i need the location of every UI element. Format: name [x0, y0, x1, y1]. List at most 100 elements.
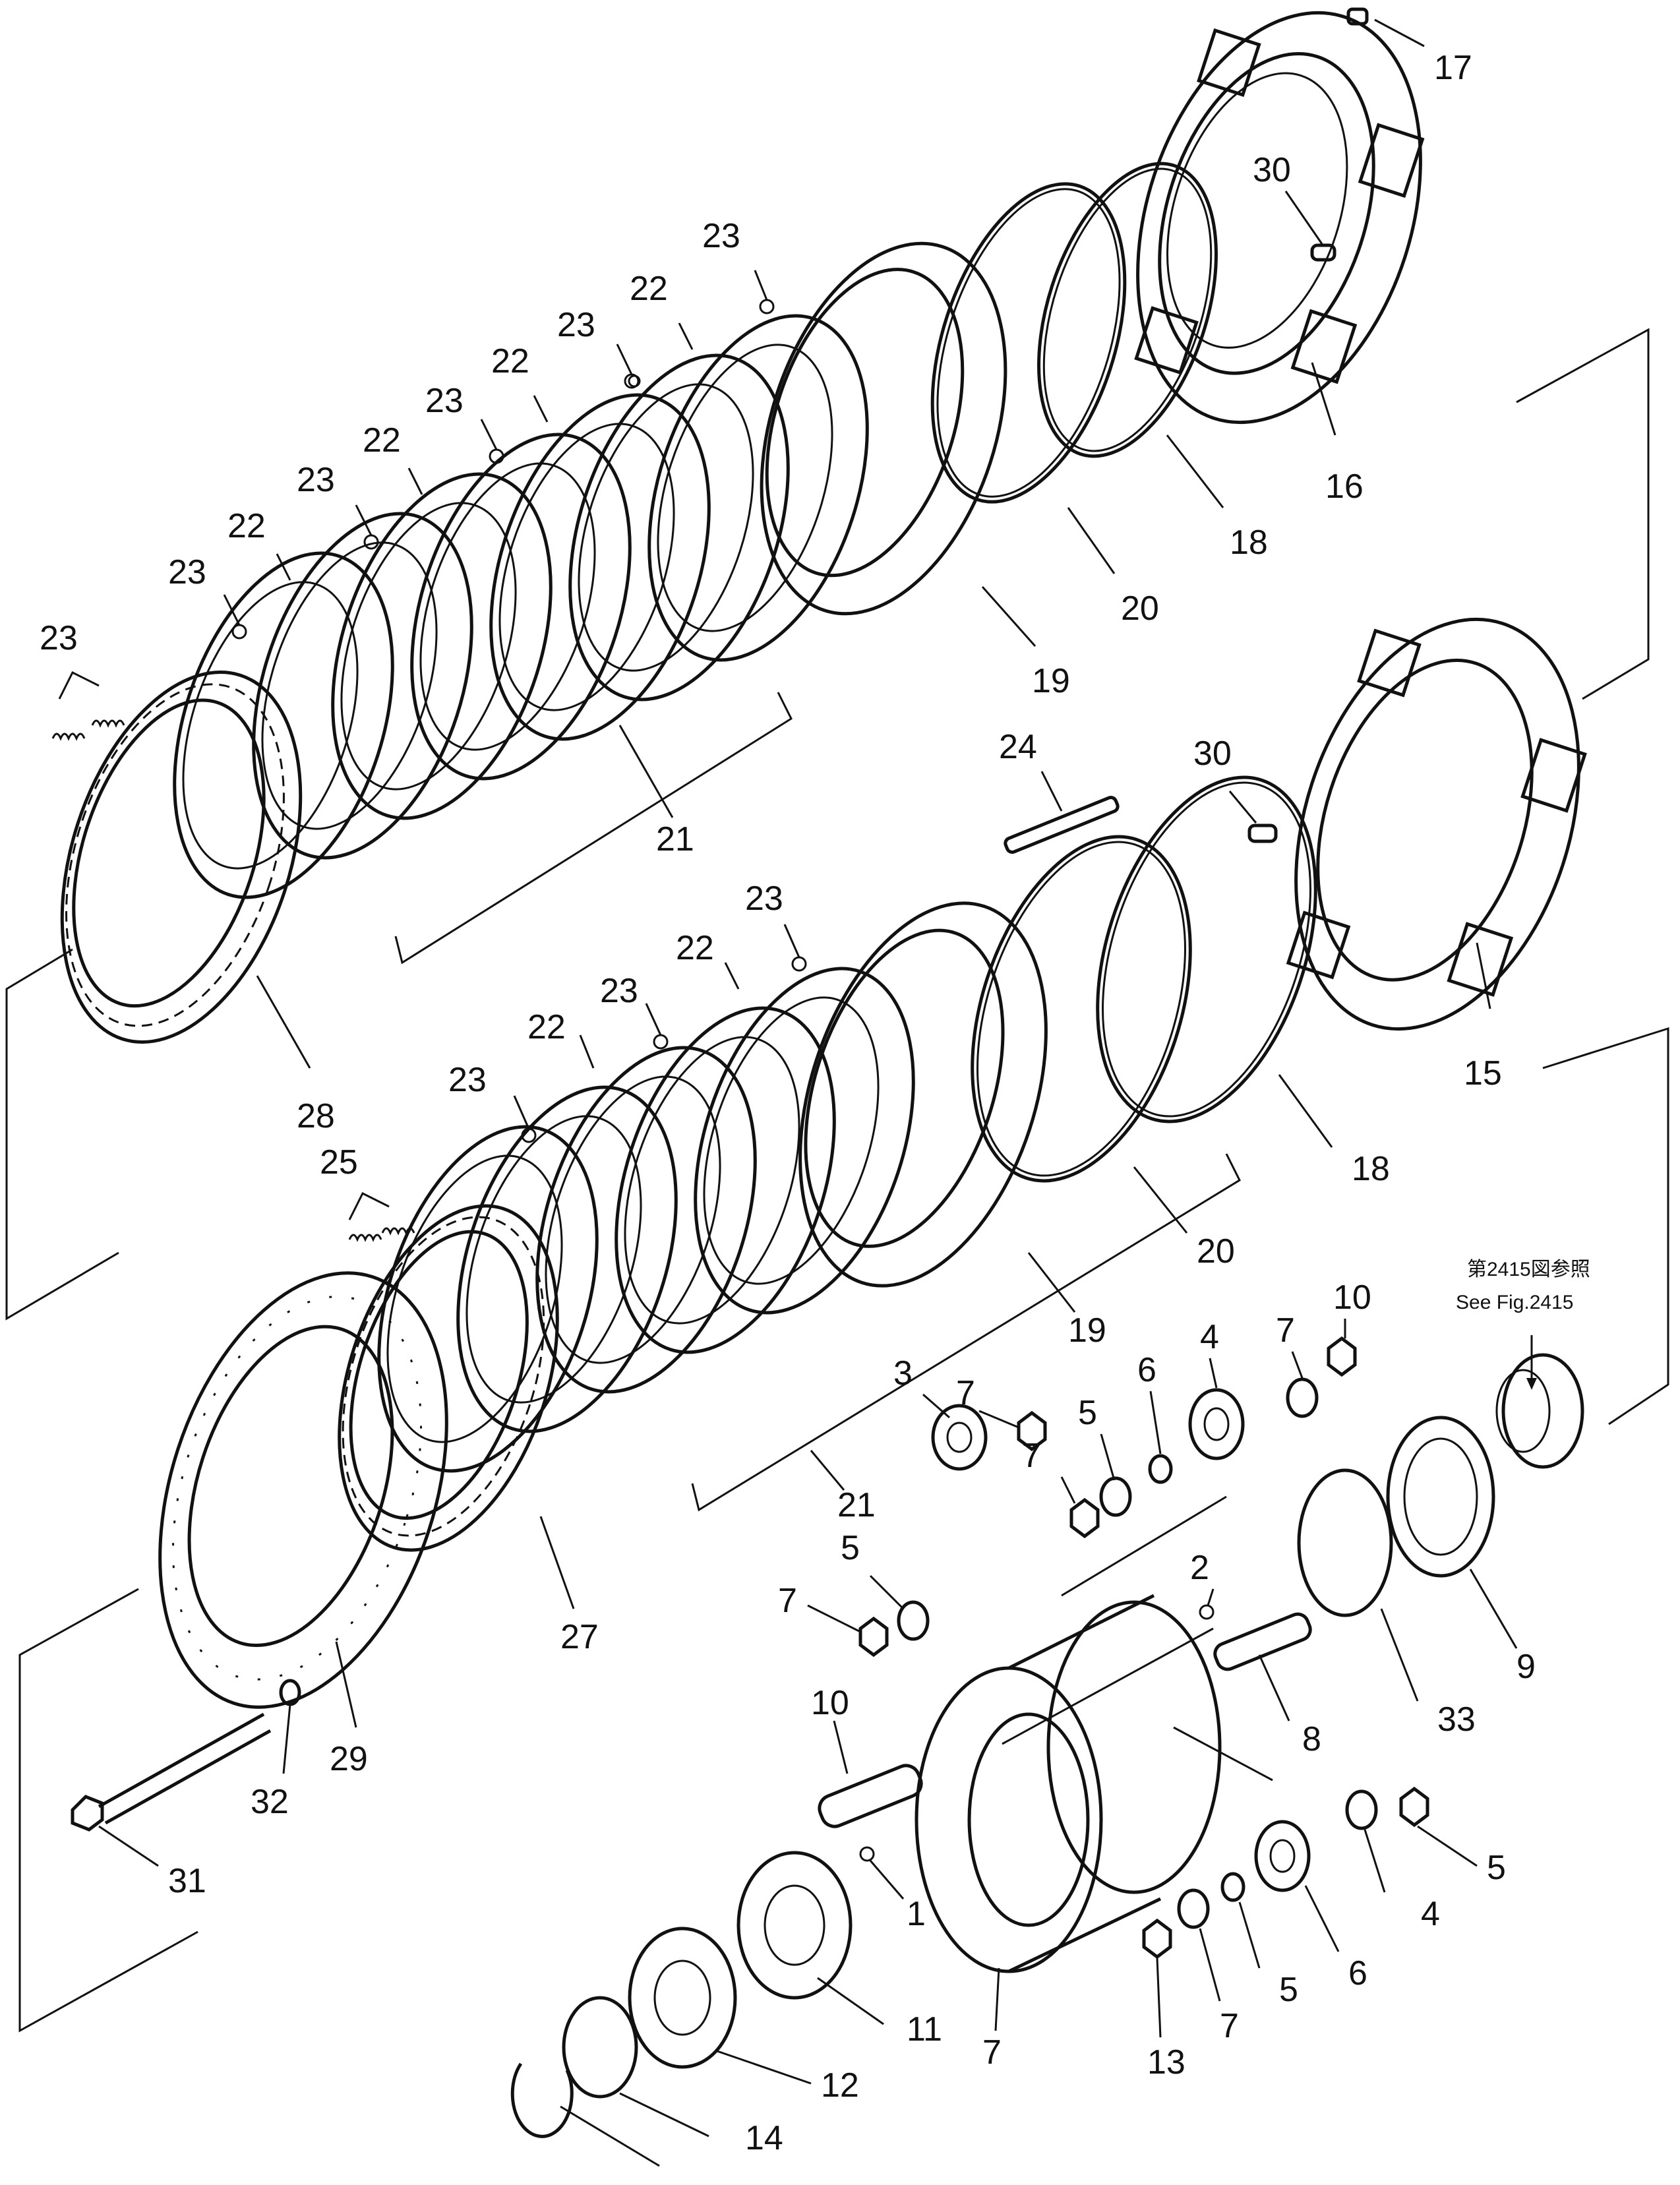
callout-19: 19	[1068, 1311, 1106, 1350]
planet-gear-4-upper	[1188, 1388, 1245, 1460]
callout-7: 10	[1333, 1278, 1371, 1317]
callout-25: 25	[320, 1143, 358, 1182]
callout-6: 5	[1279, 1971, 1298, 2009]
ring-gear-28	[60, 671, 303, 1044]
pin-17	[1346, 7, 1369, 26]
snap-ring-14	[510, 2062, 574, 2138]
planet-gear-4-lower	[1254, 1820, 1311, 1892]
callout-23: 23	[745, 880, 783, 918]
callout-16: 16	[1325, 467, 1364, 506]
callout-23: 23	[425, 382, 464, 420]
piston-19-upper	[760, 241, 1007, 616]
ring-2	[1297, 1468, 1393, 1617]
callout-30: 30	[1193, 734, 1232, 773]
callout-10: 1	[907, 1895, 926, 1933]
callout-22: 22	[676, 929, 714, 967]
callout-23: 23	[448, 1061, 487, 1099]
thrust-washers-7	[858, 1336, 1429, 1960]
callout-21: 21	[656, 820, 694, 858]
needle-bearings-5	[897, 1377, 1378, 1929]
ball-10-lower	[859, 1846, 875, 1862]
callout-7: 5	[1487, 1849, 1506, 1887]
callout-31: 31	[168, 1862, 206, 1900]
ring-gear-27	[338, 1204, 559, 1552]
pin-30-upper	[1310, 243, 1336, 262]
assembly-frame-lines	[5, 328, 1669, 2033]
callout-23: 23	[600, 972, 638, 1010]
callout-22: 22	[227, 507, 266, 545]
callout-23: 23	[702, 217, 740, 255]
seal-ring-20-lower	[971, 835, 1192, 1183]
callout-22: 22	[363, 421, 401, 460]
upper-clutch-pack	[51, 7, 1425, 1044]
bolt-31	[71, 1712, 272, 1832]
pin-30-lower	[1247, 823, 1278, 843]
callout-5: 4	[1421, 1895, 1440, 1933]
callout-10: 2	[1190, 1549, 1209, 1587]
thrust-ring-12	[562, 1996, 638, 2099]
callout-4: 6	[1348, 1954, 1367, 1992]
planetary-carrier-assembly	[71, 1336, 1584, 2138]
callout-11: 12	[821, 2066, 859, 2105]
leader-lines	[58, 18, 1518, 2167]
callout-labels: 17 30 16 18 20 19 23 22 23 22 23 22 23 2…	[40, 49, 1536, 2157]
seal-ring-20-upper	[930, 182, 1127, 504]
ball-10-upper	[1199, 1604, 1215, 1620]
callout-7: 7	[1022, 1437, 1041, 1475]
callout-19: 19	[1032, 662, 1070, 700]
callout-18: 18	[1352, 1150, 1390, 1188]
callout-22: 22	[527, 1008, 566, 1046]
planet-gear-3	[931, 1404, 988, 1471]
shaft-8	[818, 1764, 923, 1828]
pin-24	[1004, 796, 1120, 854]
end-plate-29	[158, 1271, 448, 1709]
clutch-housing-16	[1134, 11, 1425, 425]
callout-28: 28	[297, 1097, 335, 1135]
callout-5: 7	[1276, 1311, 1295, 1350]
callout-7: 7	[956, 1374, 975, 1412]
callout-2: 33	[1437, 1700, 1476, 1739]
bearing-33	[1386, 1416, 1495, 1578]
callout-20: 20	[1197, 1232, 1235, 1271]
callout-5: 5	[841, 1529, 860, 1567]
callout-20: 20	[1121, 589, 1159, 628]
reference-note-jp: 第2415図参照	[1467, 1259, 1590, 1280]
callout-3: 3	[893, 1354, 913, 1392]
callout-22: 22	[491, 342, 529, 380]
callout-23: 23	[168, 553, 206, 591]
callout-21: 21	[837, 1486, 876, 1524]
bearing-race-ref	[1495, 1353, 1584, 1469]
clutch-housing-15	[1286, 617, 1587, 1031]
callout-22: 22	[630, 270, 668, 308]
piston-19-lower	[798, 901, 1048, 1288]
spacers-6	[1148, 1454, 1245, 1902]
gear-13	[736, 1851, 853, 2000]
carrier-1	[915, 1594, 1222, 1973]
callout-13: 11	[907, 2010, 942, 2049]
callout-12: 14	[745, 2119, 783, 2157]
callout-4: 4	[1200, 1318, 1219, 1356]
plates-stack-upper	[173, 314, 869, 899]
shaft-9	[1213, 1612, 1312, 1671]
callout-23: 23	[297, 461, 335, 499]
callout-7: 7	[778, 1582, 797, 1620]
callout-6: 6	[1137, 1351, 1156, 1389]
callout-5: 7	[1220, 2007, 1239, 2045]
seal-ring-18-upper	[1037, 162, 1218, 458]
springs-26	[51, 719, 125, 741]
seal-ring-18-lower	[1096, 775, 1317, 1123]
reference-note-en: See Fig.2415	[1456, 1292, 1573, 1313]
callout-24: 24	[999, 728, 1037, 766]
callout-17: 17	[1434, 49, 1472, 87]
callout-27: 27	[560, 1618, 599, 1656]
callout-1: 7	[982, 2033, 1002, 2072]
callout-9: 8	[1302, 1720, 1321, 1758]
callout-8: 10	[811, 1684, 849, 1722]
lower-clutch-pack	[158, 617, 1587, 1709]
callout-33: 9	[1516, 1648, 1536, 1686]
callout-23: 23	[557, 306, 595, 344]
reference-note: 第2415図参照 See Fig.2415	[1456, 1259, 1590, 1313]
callout-18: 18	[1230, 524, 1268, 562]
